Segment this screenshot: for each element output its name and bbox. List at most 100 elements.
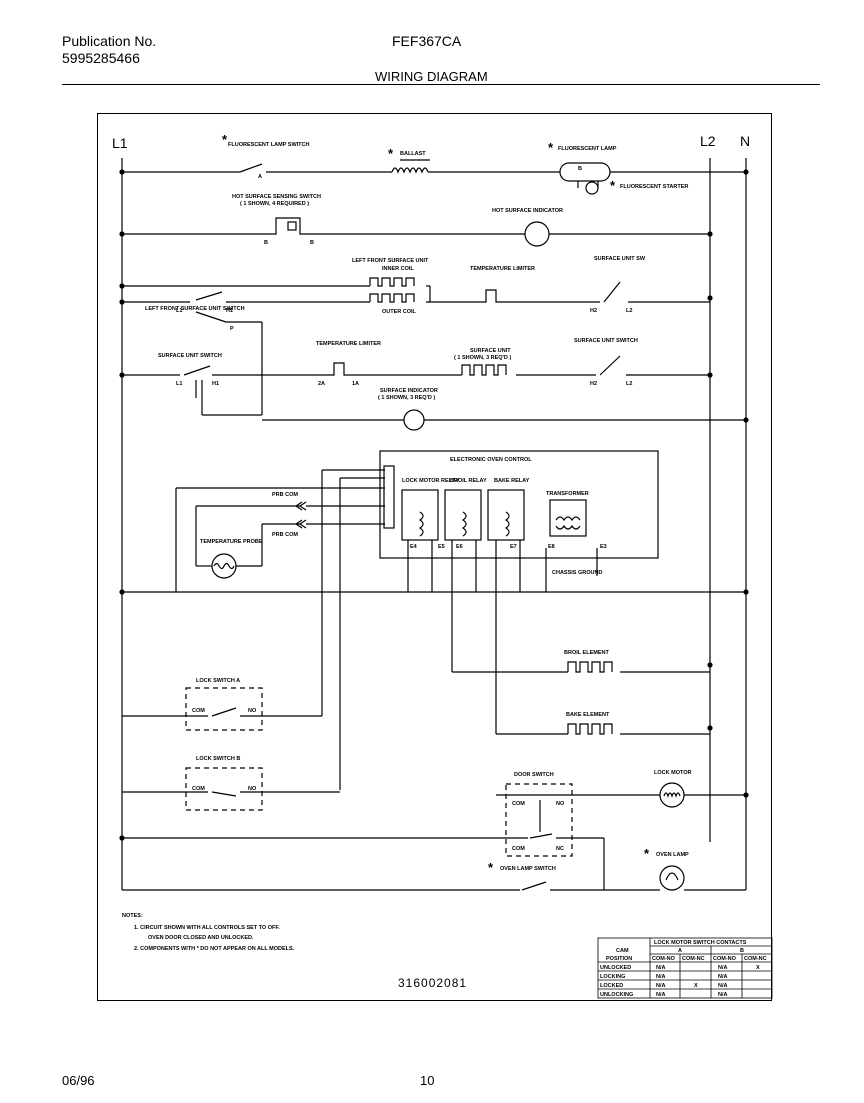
terminal-nc-door: NC xyxy=(556,846,564,852)
broil-element-label: BROIL ELEMENT xyxy=(564,650,609,656)
lock-switches xyxy=(122,687,340,811)
rail-n-label: N xyxy=(740,133,750,149)
surface-indicator-label: SURFACE INDICATOR xyxy=(380,388,438,394)
terminal-a-fl: A xyxy=(258,174,262,180)
lock-motor-contacts-table xyxy=(597,937,773,999)
table-sub-4: COM-NC xyxy=(744,956,767,962)
terminal-b2-hs: B xyxy=(310,240,314,246)
fluorescent-lamp-switch-label: FLUORESCENT LAMP SWITCH xyxy=(228,142,310,148)
surface-unit-switch-right-label: SURFACE UNIT SWITCH xyxy=(574,338,638,344)
table-cell: N/A xyxy=(656,983,666,989)
surface-unit-sw-top-label: SURFACE UNIT SW xyxy=(594,256,646,262)
temperature-limiter-1-label: TEMPERATURE LIMITER xyxy=(470,266,535,272)
terminal-l2-su: L2 xyxy=(626,381,632,387)
terminal-com-a: COM xyxy=(192,708,205,714)
svg-text:*: * xyxy=(610,178,616,193)
svg-text:*: * xyxy=(488,860,494,875)
table-title: LOCK MOTOR SWITCH CONTACTS xyxy=(654,940,747,946)
diagram-frame xyxy=(97,113,772,1001)
lock-switch-b-label: LOCK SWITCH B xyxy=(196,756,240,762)
terminal-e7: E7 xyxy=(510,544,517,550)
terminal-e3: E3 xyxy=(600,544,607,550)
inner-coil-label: INNER COIL xyxy=(382,266,414,272)
table-cell: N/A xyxy=(718,974,728,980)
door-lock-lamp-circuit xyxy=(122,782,746,891)
terminal-no-a: NO xyxy=(248,708,257,714)
terminal-1a: 1A xyxy=(352,381,359,387)
rail-l2-label: L2 xyxy=(700,133,716,149)
terminal-no-b: NO xyxy=(248,786,257,792)
bake-relay-label: BAKE RELAY xyxy=(494,478,530,484)
terminal-com-b: COM xyxy=(192,786,205,792)
terminal-l2-top: L2 xyxy=(626,308,632,314)
footer-date: 06/96 xyxy=(62,1073,95,1088)
hot-surface-sensing-switch-note: ( 1 SHOWN, 4 REQUIRED ) xyxy=(240,201,309,207)
terminal-labels: COM NO COM NO COM NO COM NC L1 H1 P L1 H… xyxy=(176,166,632,852)
door-switch-label: DOOR SWITCH xyxy=(514,772,554,778)
outer-coil-label: OUTER COIL xyxy=(382,309,417,315)
terminal-l1-lf: L1 xyxy=(176,308,182,314)
ballast-label: BALLAST xyxy=(400,151,426,157)
temperature-limiter-2-label: TEMPERATURE LIMITER xyxy=(316,341,381,347)
notes: NOTES: 1. CIRCUIT SHOWN WITH ALL CONTROL… xyxy=(122,913,295,952)
terminal-com-door-2: COM xyxy=(512,846,525,852)
table-position: POSITION xyxy=(606,956,632,962)
lock-motor-label: LOCK MOTOR xyxy=(654,770,692,776)
table-cell: N/A xyxy=(656,965,666,971)
table-row-label: LOCKING xyxy=(600,974,625,980)
table-row-label: UNLOCKED xyxy=(600,965,631,971)
svg-text:*: * xyxy=(222,132,228,147)
hot-surface-indicator-label: HOT SURFACE INDICATOR xyxy=(492,208,563,214)
left-front-surface-unit-label: LEFT FRONT SURFACE UNIT xyxy=(352,258,429,264)
lock-switch-a-label: LOCK SWITCH A xyxy=(196,678,240,684)
terminal-l1-su: L1 xyxy=(176,381,182,387)
left-front-surface-unit-switch-label: LEFT FRONT SURFACE UNIT SWITCH xyxy=(145,306,245,312)
lock-motor-relay-label: LOCK MOTOR RELAY xyxy=(402,478,459,484)
temperature-probe-circuit xyxy=(175,487,385,592)
header-rule xyxy=(62,84,820,85)
oven-lamp-switch-label: OVEN LAMP SWITCH xyxy=(500,866,556,872)
svg-text:*: * xyxy=(548,140,554,155)
model-number: FEF367CA xyxy=(392,33,462,49)
table-row-label: UNLOCKING xyxy=(600,992,633,998)
bake-element-label: BAKE ELEMENT xyxy=(566,712,610,718)
table-cell: X xyxy=(694,983,698,989)
rail-l1-label: L1 xyxy=(112,135,128,151)
table-sub-2: COM-NC xyxy=(682,956,705,962)
publication-label: Publication No. xyxy=(62,33,157,49)
table-col-a: A xyxy=(678,948,682,954)
footer-page-number: 10 xyxy=(420,1073,435,1088)
page-title: WIRING DIAGRAM xyxy=(375,69,488,84)
terminal-e8: E8 xyxy=(548,544,555,550)
oven-lamp-label: OVEN LAMP xyxy=(656,852,689,858)
terminal-h2-top: H2 xyxy=(590,308,597,314)
electronic-oven-control xyxy=(379,450,659,559)
terminal-h1-su: H1 xyxy=(212,381,219,387)
terminal-h2-su: H2 xyxy=(590,381,597,387)
publication-number: 5995285466 xyxy=(62,50,140,66)
terminal-e6: E6 xyxy=(456,544,463,550)
prb-com-1-label: PRB COM xyxy=(272,492,298,498)
surface-indicator-note: ( 1 SHOWN, 3 REQ'D ) xyxy=(378,395,435,401)
terminal-e5: E5 xyxy=(438,544,445,550)
surface-unit-note: ( 1 SHOWN, 3 REQ'D ) xyxy=(454,355,511,361)
fluorescent-starter-label: FLUORESCENT STARTER xyxy=(620,184,688,190)
left-front-surface-unit-circuit xyxy=(122,277,710,415)
table-cell: N/A xyxy=(656,992,666,998)
svg-text:*: * xyxy=(644,846,650,861)
hot-surface-sensing-switch-label: HOT SURFACE SENSING SWITCH xyxy=(232,194,321,200)
transformer-label: TRANSFORMER xyxy=(546,491,589,497)
surface-unit-circuit xyxy=(122,355,746,431)
note-2: 2. COMPONENTS WITH * DO NOT APPEAR ON AL… xyxy=(134,946,295,952)
table-cell: N/A xyxy=(656,974,666,980)
surface-unit-switch-left-label: SURFACE UNIT SWITCH xyxy=(158,353,222,359)
terminal-b-fl: B xyxy=(578,166,582,172)
prb-com-2-label: PRB COM xyxy=(272,532,298,538)
terminal-no-door: NO xyxy=(556,801,565,807)
table-cam: CAM xyxy=(616,948,629,954)
table-col-b: B xyxy=(740,948,744,954)
table-cell: N/A xyxy=(718,983,728,989)
table-cell: N/A xyxy=(718,965,728,971)
table-sub-3: COM-NO xyxy=(713,956,737,962)
broil-relay-label: BROIL RELAY xyxy=(450,478,487,484)
